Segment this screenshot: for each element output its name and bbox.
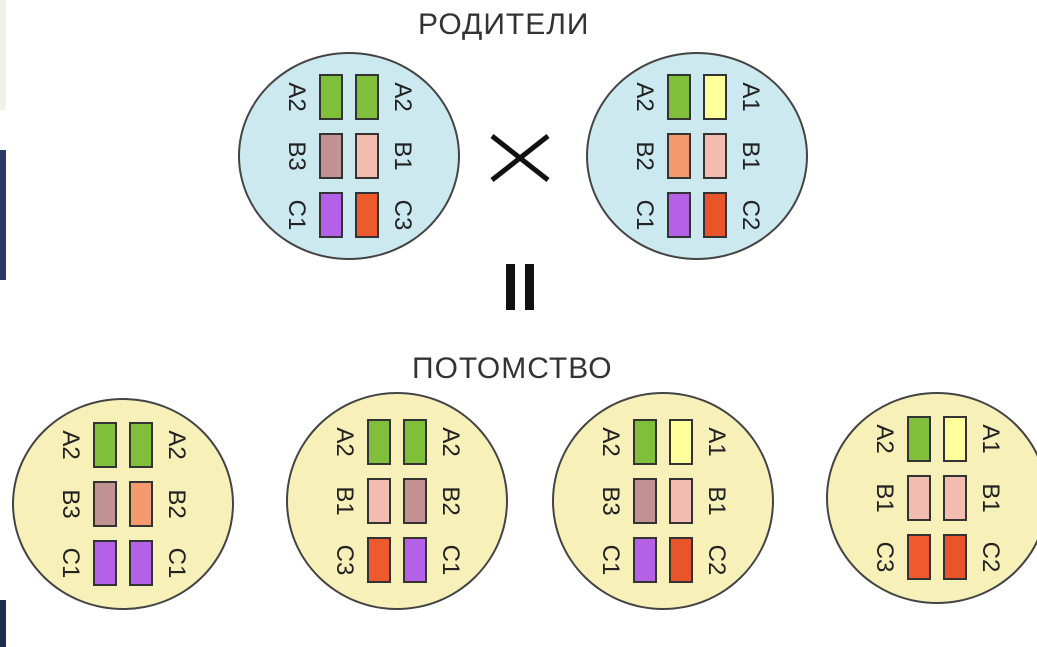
chromosome-left — [367, 478, 391, 524]
offspring-title: ПОТОМСТВО — [412, 352, 613, 385]
chromosome-right — [703, 74, 727, 120]
cell-membrane — [552, 392, 774, 610]
chromosome-left — [93, 422, 117, 468]
chromosome-right — [403, 537, 427, 583]
chromosome-right — [669, 419, 693, 465]
cell-membrane — [826, 392, 1037, 604]
allele-label-right: B1 — [977, 483, 1004, 513]
chromosome-left — [667, 133, 691, 179]
chromosome-right — [129, 540, 153, 586]
chromosome-left — [667, 192, 691, 238]
left-edge-strip-bottom — [0, 600, 6, 647]
allele-label-left: A2 — [283, 82, 310, 112]
chromosome-right — [943, 534, 967, 580]
allele-label-right: A2 — [437, 427, 464, 457]
allele-label-left: C1 — [631, 199, 658, 231]
chromosome-right — [943, 475, 967, 521]
allele-label-left: C3 — [331, 544, 358, 576]
parents-title: РОДИТЕЛИ — [418, 8, 590, 41]
allele-label-right: C2 — [977, 541, 1004, 573]
chromosome-right — [355, 192, 379, 238]
chromosome-left — [633, 478, 657, 524]
chromosome-left — [93, 540, 117, 586]
chromosome-right — [355, 74, 379, 120]
chromosome-left — [367, 419, 391, 465]
chromosome-right — [129, 481, 153, 527]
cross-sign — [490, 134, 550, 182]
allele-label-left: B1 — [871, 483, 898, 513]
allele-label-left: B2 — [631, 141, 658, 171]
chromosome-left — [319, 192, 343, 238]
allele-label-left: B3 — [597, 486, 624, 516]
allele-label-left: C1 — [597, 544, 624, 576]
chromosome-left — [93, 481, 117, 527]
allele-label-right: A1 — [977, 424, 1004, 454]
chromosome-right — [703, 192, 727, 238]
allele-label-left: B1 — [331, 486, 358, 516]
chromosome-right — [669, 478, 693, 524]
allele-label-right: A1 — [737, 82, 764, 112]
chromosome-left — [667, 74, 691, 120]
allele-label-right: C1 — [437, 544, 464, 576]
allele-label-left: A2 — [331, 427, 358, 457]
cell-membrane — [286, 392, 508, 610]
cell-membrane — [238, 52, 460, 260]
allele-label-left: B3 — [283, 141, 310, 171]
chromosome-left — [907, 475, 931, 521]
left-edge-strip-middle — [0, 150, 6, 280]
chromosome-right — [403, 478, 427, 524]
allele-label-right: B1 — [737, 141, 764, 171]
allele-label-right: B1 — [389, 141, 416, 171]
chromosome-left — [367, 537, 391, 583]
allele-label-left: A2 — [57, 430, 84, 460]
chromosome-left — [319, 74, 343, 120]
allele-label-right: C3 — [389, 199, 416, 231]
chromosome-left — [633, 537, 657, 583]
allele-label-left: C1 — [57, 547, 84, 579]
allele-label-right: C2 — [703, 544, 730, 576]
chromosome-left — [633, 419, 657, 465]
allele-label-left: C1 — [283, 199, 310, 231]
allele-label-left: B3 — [57, 489, 84, 519]
chromosome-right — [129, 422, 153, 468]
allele-label-right: A1 — [703, 427, 730, 457]
allele-label-left: A2 — [871, 424, 898, 454]
cell-membrane — [12, 398, 234, 610]
chromosome-left — [907, 534, 931, 580]
allele-label-right: A2 — [163, 430, 190, 460]
allele-label-left: A2 — [597, 427, 624, 457]
result-sign — [506, 264, 534, 310]
chromosome-right — [355, 133, 379, 179]
allele-label-left: C3 — [871, 541, 898, 573]
allele-label-right: C1 — [163, 547, 190, 579]
allele-label-left: A2 — [631, 82, 658, 112]
allele-label-right: B1 — [703, 486, 730, 516]
cell-membrane — [586, 52, 808, 260]
allele-label-right: C2 — [737, 199, 764, 231]
allele-label-right: A2 — [389, 82, 416, 112]
chromosome-right — [943, 416, 967, 462]
chromosome-left — [907, 416, 931, 462]
chromosome-right — [403, 419, 427, 465]
allele-label-right: B2 — [437, 486, 464, 516]
chromosome-right — [703, 133, 727, 179]
left-edge-strip-top — [0, 0, 6, 110]
chromosome-left — [319, 133, 343, 179]
allele-label-right: B2 — [163, 489, 190, 519]
chromosome-right — [669, 537, 693, 583]
